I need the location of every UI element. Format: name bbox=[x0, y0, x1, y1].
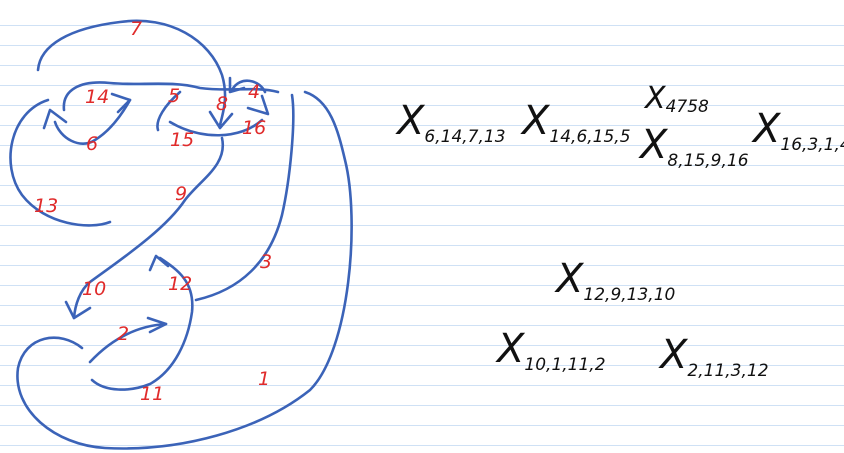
arc-label: 16 bbox=[242, 117, 266, 139]
arrowhead bbox=[110, 92, 132, 114]
arc-label: 5 bbox=[168, 85, 180, 107]
crossing-notation: X14,6,15,5 bbox=[520, 98, 631, 147]
arc-label: 1 bbox=[258, 368, 270, 390]
arc-label: 10 bbox=[82, 278, 106, 300]
arc-label: 14 bbox=[85, 86, 109, 108]
arrowhead bbox=[208, 110, 234, 130]
arc-label: 13 bbox=[34, 195, 58, 217]
knot-strand bbox=[53, 98, 132, 145]
arrowhead bbox=[228, 76, 246, 94]
crossing-notation: X16,3,1,4 bbox=[751, 106, 844, 155]
crossing-notation: X10,1,11,2 bbox=[495, 326, 606, 375]
crossing-notation: X8,15,9,16 bbox=[638, 122, 749, 171]
arrowhead bbox=[64, 300, 92, 320]
knot-strand bbox=[36, 19, 227, 127]
knot-strand bbox=[230, 79, 267, 94]
arrowhead bbox=[146, 316, 168, 334]
arc-label: 3 bbox=[260, 251, 272, 273]
crossing-notation: X12,9,13,10 bbox=[554, 256, 675, 305]
arc-label: 15 bbox=[170, 129, 194, 151]
arc-label: 7 bbox=[130, 18, 142, 40]
crossing-notation: X4758 bbox=[643, 81, 709, 117]
crossing-notation: X2,11,3,12 bbox=[658, 332, 769, 381]
knot-strand bbox=[156, 90, 182, 132]
knot-strand bbox=[90, 256, 194, 391]
crossing-notation: X6,14,7,13 bbox=[395, 98, 506, 147]
arrowhead bbox=[246, 94, 270, 116]
arrowhead bbox=[148, 254, 170, 272]
arc-label: 8 bbox=[216, 93, 228, 115]
arc-label: 2 bbox=[117, 323, 129, 345]
knot-strand bbox=[194, 93, 295, 302]
knot-strand bbox=[9, 98, 112, 227]
arc-label: 4 bbox=[248, 81, 260, 103]
knot-strand bbox=[72, 136, 225, 320]
arrowhead bbox=[42, 108, 68, 130]
arc-label: 11 bbox=[140, 383, 164, 405]
knot-strand bbox=[16, 90, 353, 450]
arc-label: 9 bbox=[175, 183, 187, 205]
arc-label: 12 bbox=[168, 273, 192, 295]
knot-strand bbox=[88, 322, 168, 364]
knot-strand bbox=[168, 118, 264, 137]
arc-label: 6 bbox=[86, 133, 98, 155]
